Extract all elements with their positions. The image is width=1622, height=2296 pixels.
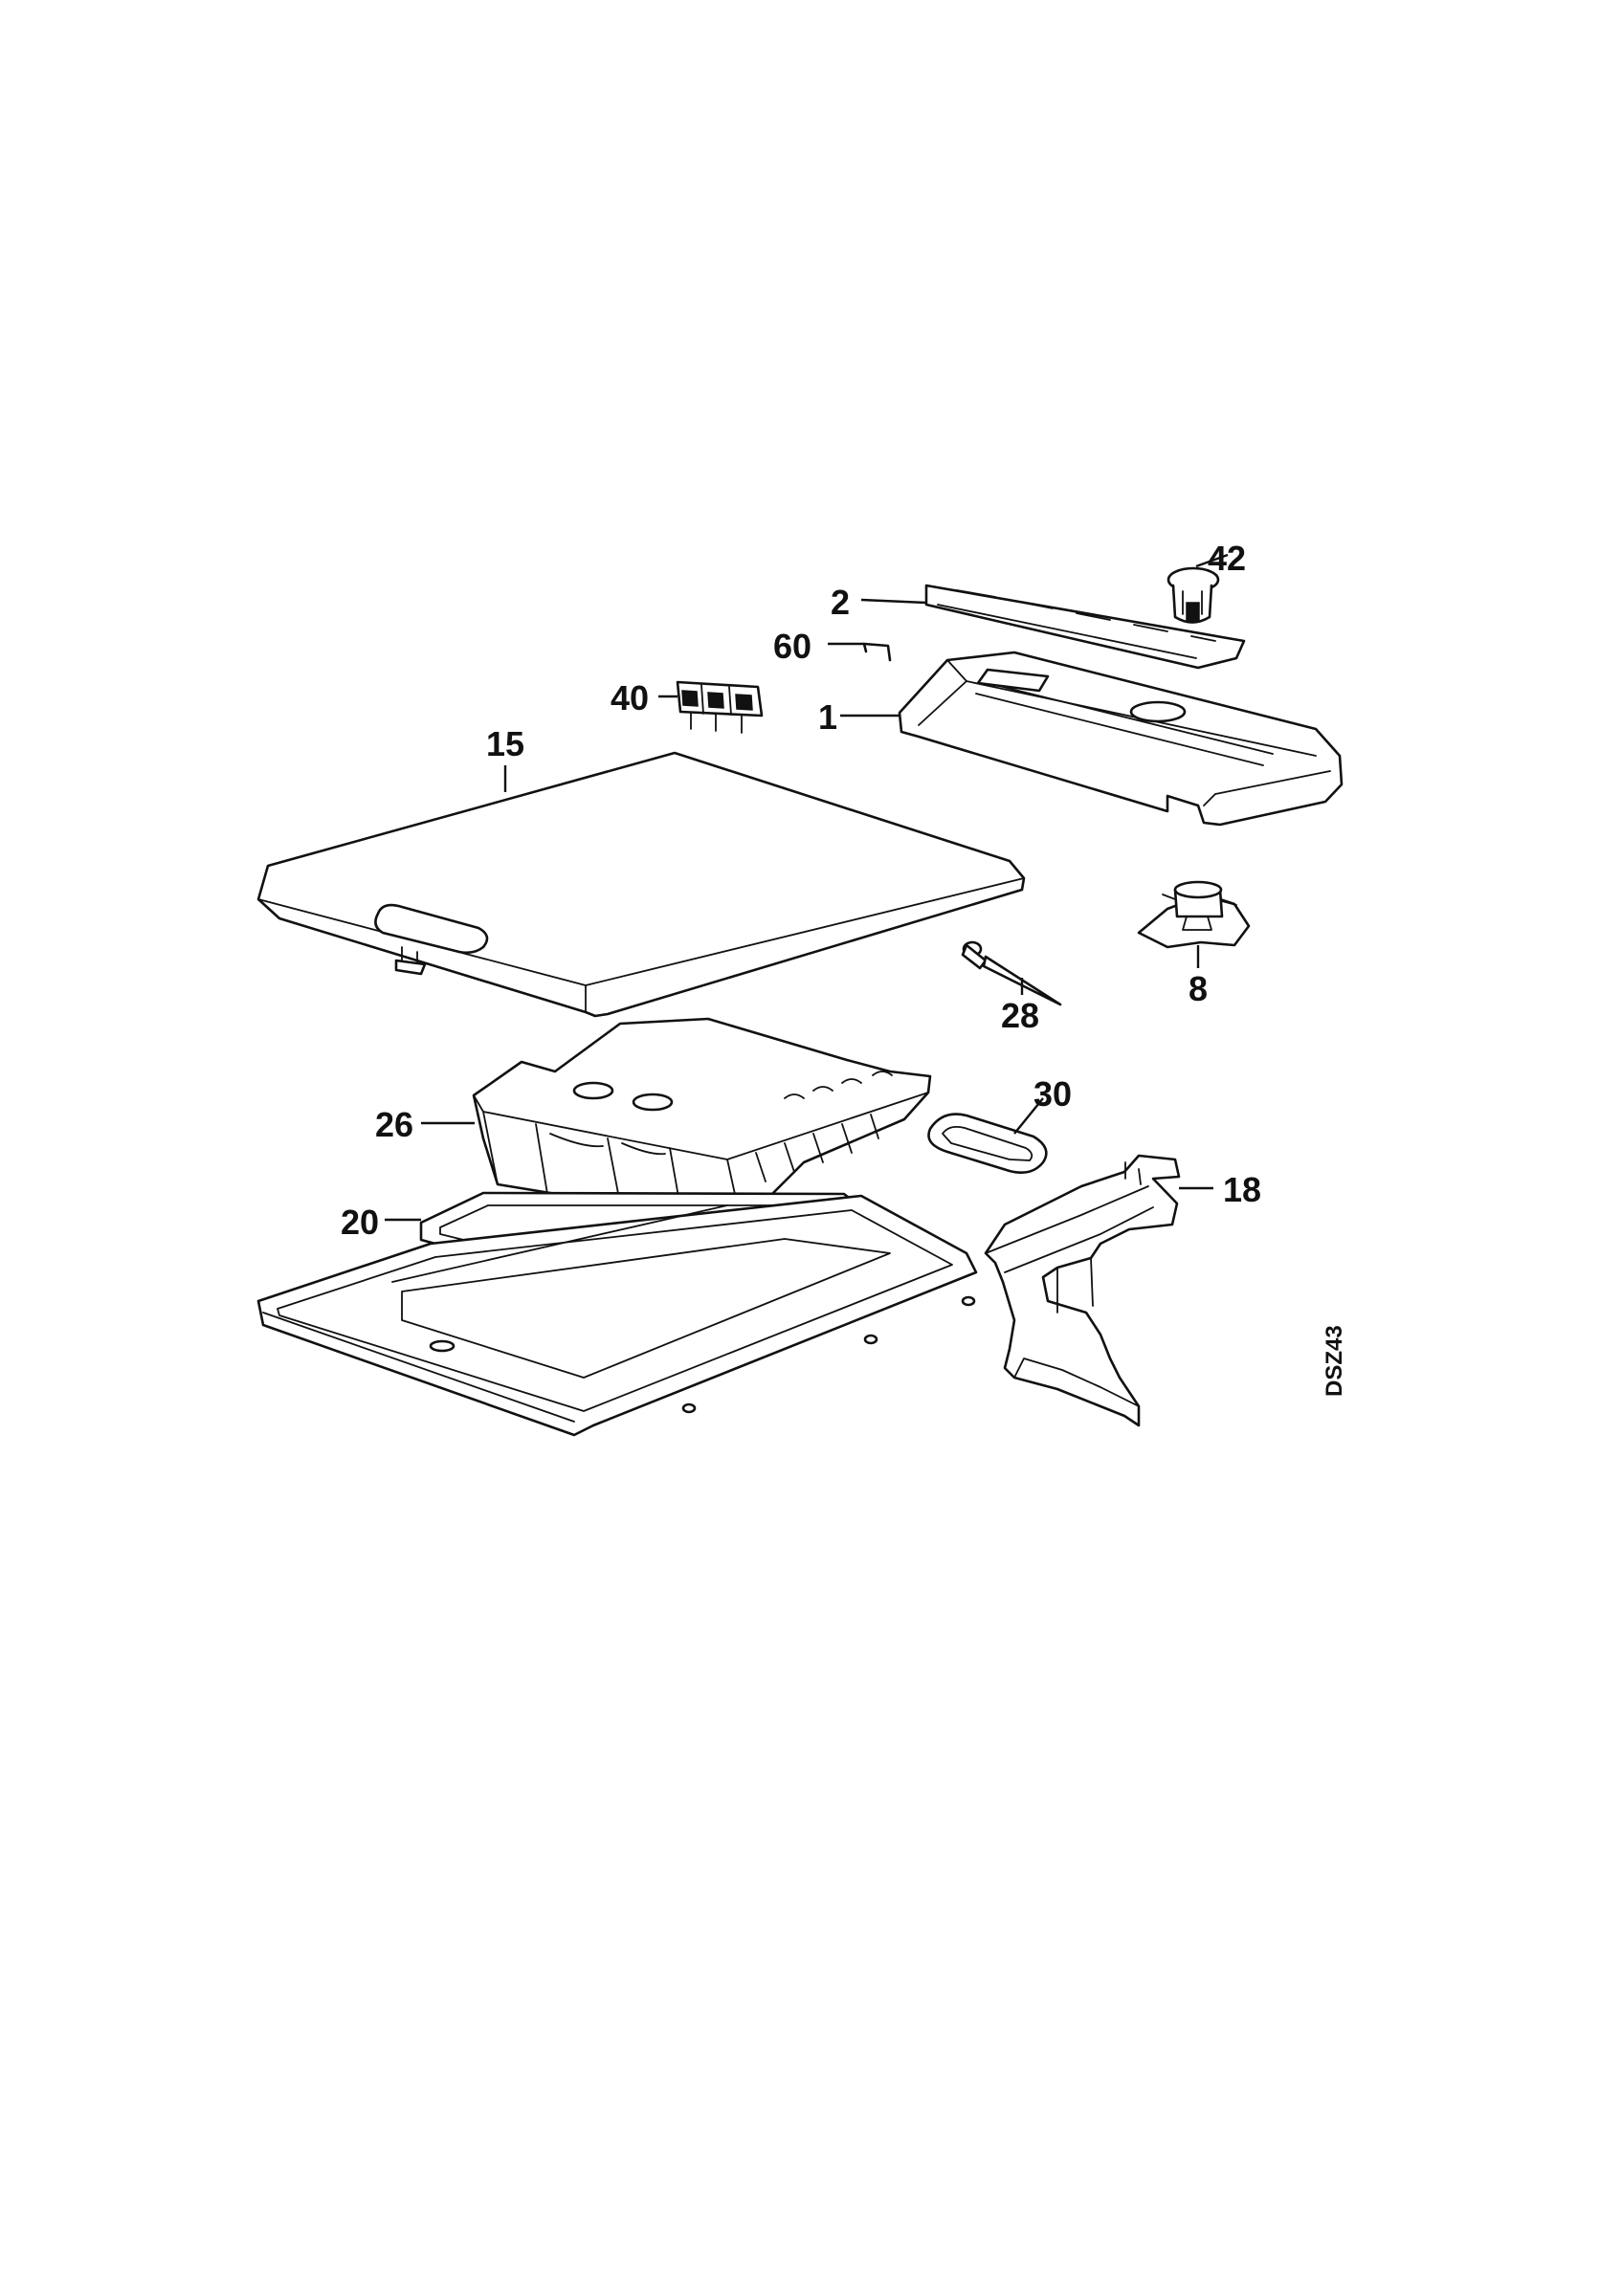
- callout-2: 2: [831, 583, 850, 622]
- callout-30: 30: [1033, 1074, 1072, 1114]
- callout-26: 26: [375, 1105, 413, 1144]
- part-2-top-strip: [924, 584, 1246, 670]
- callout-labels: 42 2 60 40 1 15 8 28 30 26 18 20: [341, 539, 1261, 1242]
- callout-8: 8: [1189, 969, 1208, 1008]
- callout-20: 20: [341, 1203, 379, 1242]
- drawing-code: DSZ43: [1322, 1325, 1347, 1397]
- part-1-control-panel: [898, 651, 1344, 827]
- leader-30: [1013, 1097, 1044, 1135]
- callout-15: 15: [486, 724, 524, 763]
- leader-42: [1195, 553, 1229, 568]
- leader-lines: [385, 553, 1229, 1222]
- base-tray: [256, 1194, 978, 1437]
- callout-60: 60: [773, 627, 811, 666]
- leader-2: [860, 598, 927, 605]
- part-15-lid: [256, 751, 1026, 1018]
- part-60-clip: [862, 642, 892, 662]
- callout-1: 1: [818, 697, 837, 737]
- part-18-inlet-duct: [984, 1154, 1181, 1427]
- part-8-valve: [1137, 880, 1251, 949]
- part-30-gasket: [927, 1113, 1048, 1174]
- callout-42: 42: [1208, 539, 1246, 578]
- callout-28: 28: [1001, 996, 1039, 1035]
- callout-18: 18: [1223, 1170, 1261, 1209]
- part-42-knob: [1167, 566, 1220, 624]
- callout-40: 40: [611, 678, 649, 718]
- part-40-button-block: [676, 680, 764, 734]
